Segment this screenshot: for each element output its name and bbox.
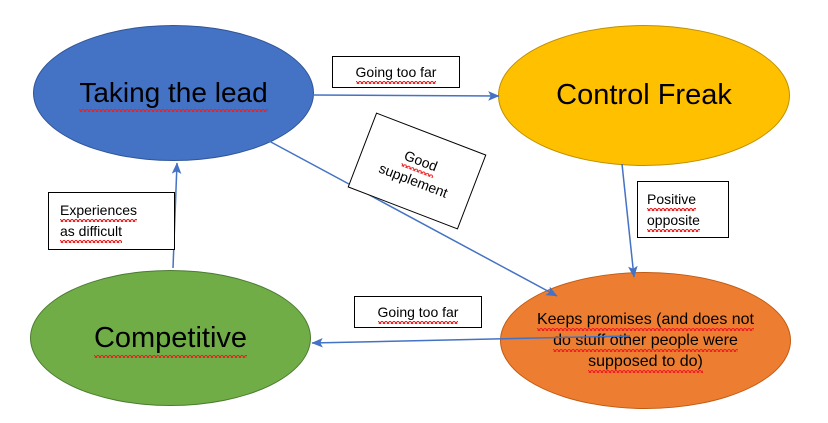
spellcheck-text: supposed to do)	[588, 351, 703, 374]
label-going-too-far-bottom[interactable]: Going too far	[354, 296, 482, 328]
spellcheck-text: Taking the lead	[79, 75, 269, 113]
label-experiences-as-difficult[interactable]: Experiences as difficult	[48, 192, 175, 250]
spellcheck-text: do stuff other people were	[553, 330, 738, 353]
node-control-freak-label: Control Freak	[556, 79, 732, 112]
spellcheck-text: Keeps promises (and does not	[536, 309, 755, 332]
label-good-supplement[interactable]: Good supplement	[347, 112, 487, 230]
label-positive-opposite[interactable]: Positive opposite	[637, 181, 729, 238]
node-control-freak[interactable]: Control Freak	[498, 25, 790, 166]
node-competitive-label: Competitive	[31, 319, 310, 359]
node-competitive[interactable]: Competitive	[30, 270, 311, 406]
arrow-control-to-keeps	[621, 163, 638, 278]
node-taking-the-lead-label: Taking the lead	[34, 75, 313, 113]
label-text-line1: Experiences	[60, 200, 138, 222]
node-keeps-promises[interactable]: Keeps promises (and does not do stuff ot…	[500, 272, 791, 409]
node-taking-the-lead[interactable]: Taking the lead	[33, 25, 314, 161]
node-keeps-promises-label: Keeps promises (and does not do stuff ot…	[501, 309, 790, 374]
spellcheck-text: Going too far	[355, 62, 436, 84]
spellcheck-text: Positive	[647, 189, 697, 211]
label-text-line2: opposite	[647, 210, 700, 232]
label-text-line2: as difficult	[60, 221, 122, 243]
label-text: Going too far	[355, 62, 436, 84]
arrow-lead-to-control	[312, 91, 500, 101]
spellcheck-text: Experiences	[60, 200, 138, 222]
label-text-line1: Positive	[647, 189, 697, 211]
spellcheck-text: Going too far	[377, 302, 458, 324]
spellcheck-text: as difficult	[60, 221, 122, 243]
label-going-too-far-top[interactable]: Going too far	[332, 56, 460, 88]
label-text: Going too far	[377, 302, 458, 324]
spellcheck-text: Competitive	[93, 319, 248, 359]
spellcheck-text: opposite	[647, 210, 700, 232]
